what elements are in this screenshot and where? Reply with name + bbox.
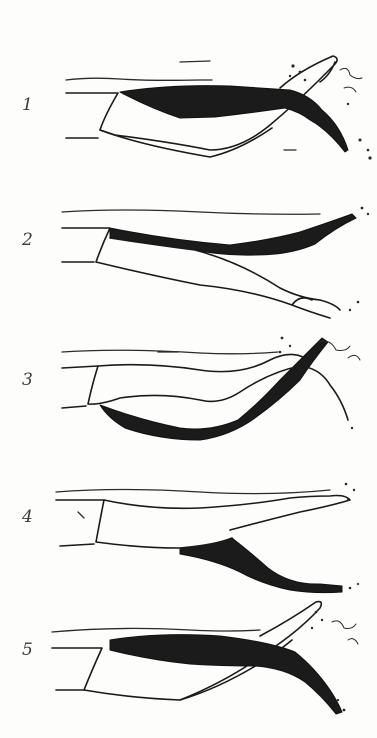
frame-4: 4 — [21, 483, 359, 593]
water-surface-line — [56, 490, 330, 494]
frame-5: 5 — [22, 602, 358, 714]
far-leg — [180, 538, 342, 593]
frame-label: 3 — [22, 370, 33, 390]
far-leg — [110, 214, 356, 255]
water-surface-line — [62, 210, 320, 214]
frame-3: 3 — [22, 337, 360, 440]
near-leg — [60, 544, 94, 546]
frame-label: 1 — [22, 95, 33, 115]
water-surface-line — [180, 61, 210, 62]
near-leg — [100, 128, 272, 157]
splash — [345, 483, 359, 590]
water-surface-line — [66, 78, 212, 80]
splash — [349, 207, 369, 312]
near-leg — [292, 298, 312, 305]
near-leg — [62, 406, 86, 408]
water-surface-line — [78, 512, 84, 518]
frame-label: 4 — [21, 507, 33, 527]
frame-2: 2 — [21, 207, 369, 318]
far-leg — [110, 635, 342, 714]
near-leg — [98, 354, 305, 371]
near-leg — [104, 496, 350, 531]
frame-label: 5 — [22, 640, 33, 660]
frame-label: 2 — [21, 230, 33, 250]
far-leg — [120, 86, 348, 152]
frame-1: 1 — [22, 56, 372, 160]
water-surface-line — [52, 628, 260, 632]
